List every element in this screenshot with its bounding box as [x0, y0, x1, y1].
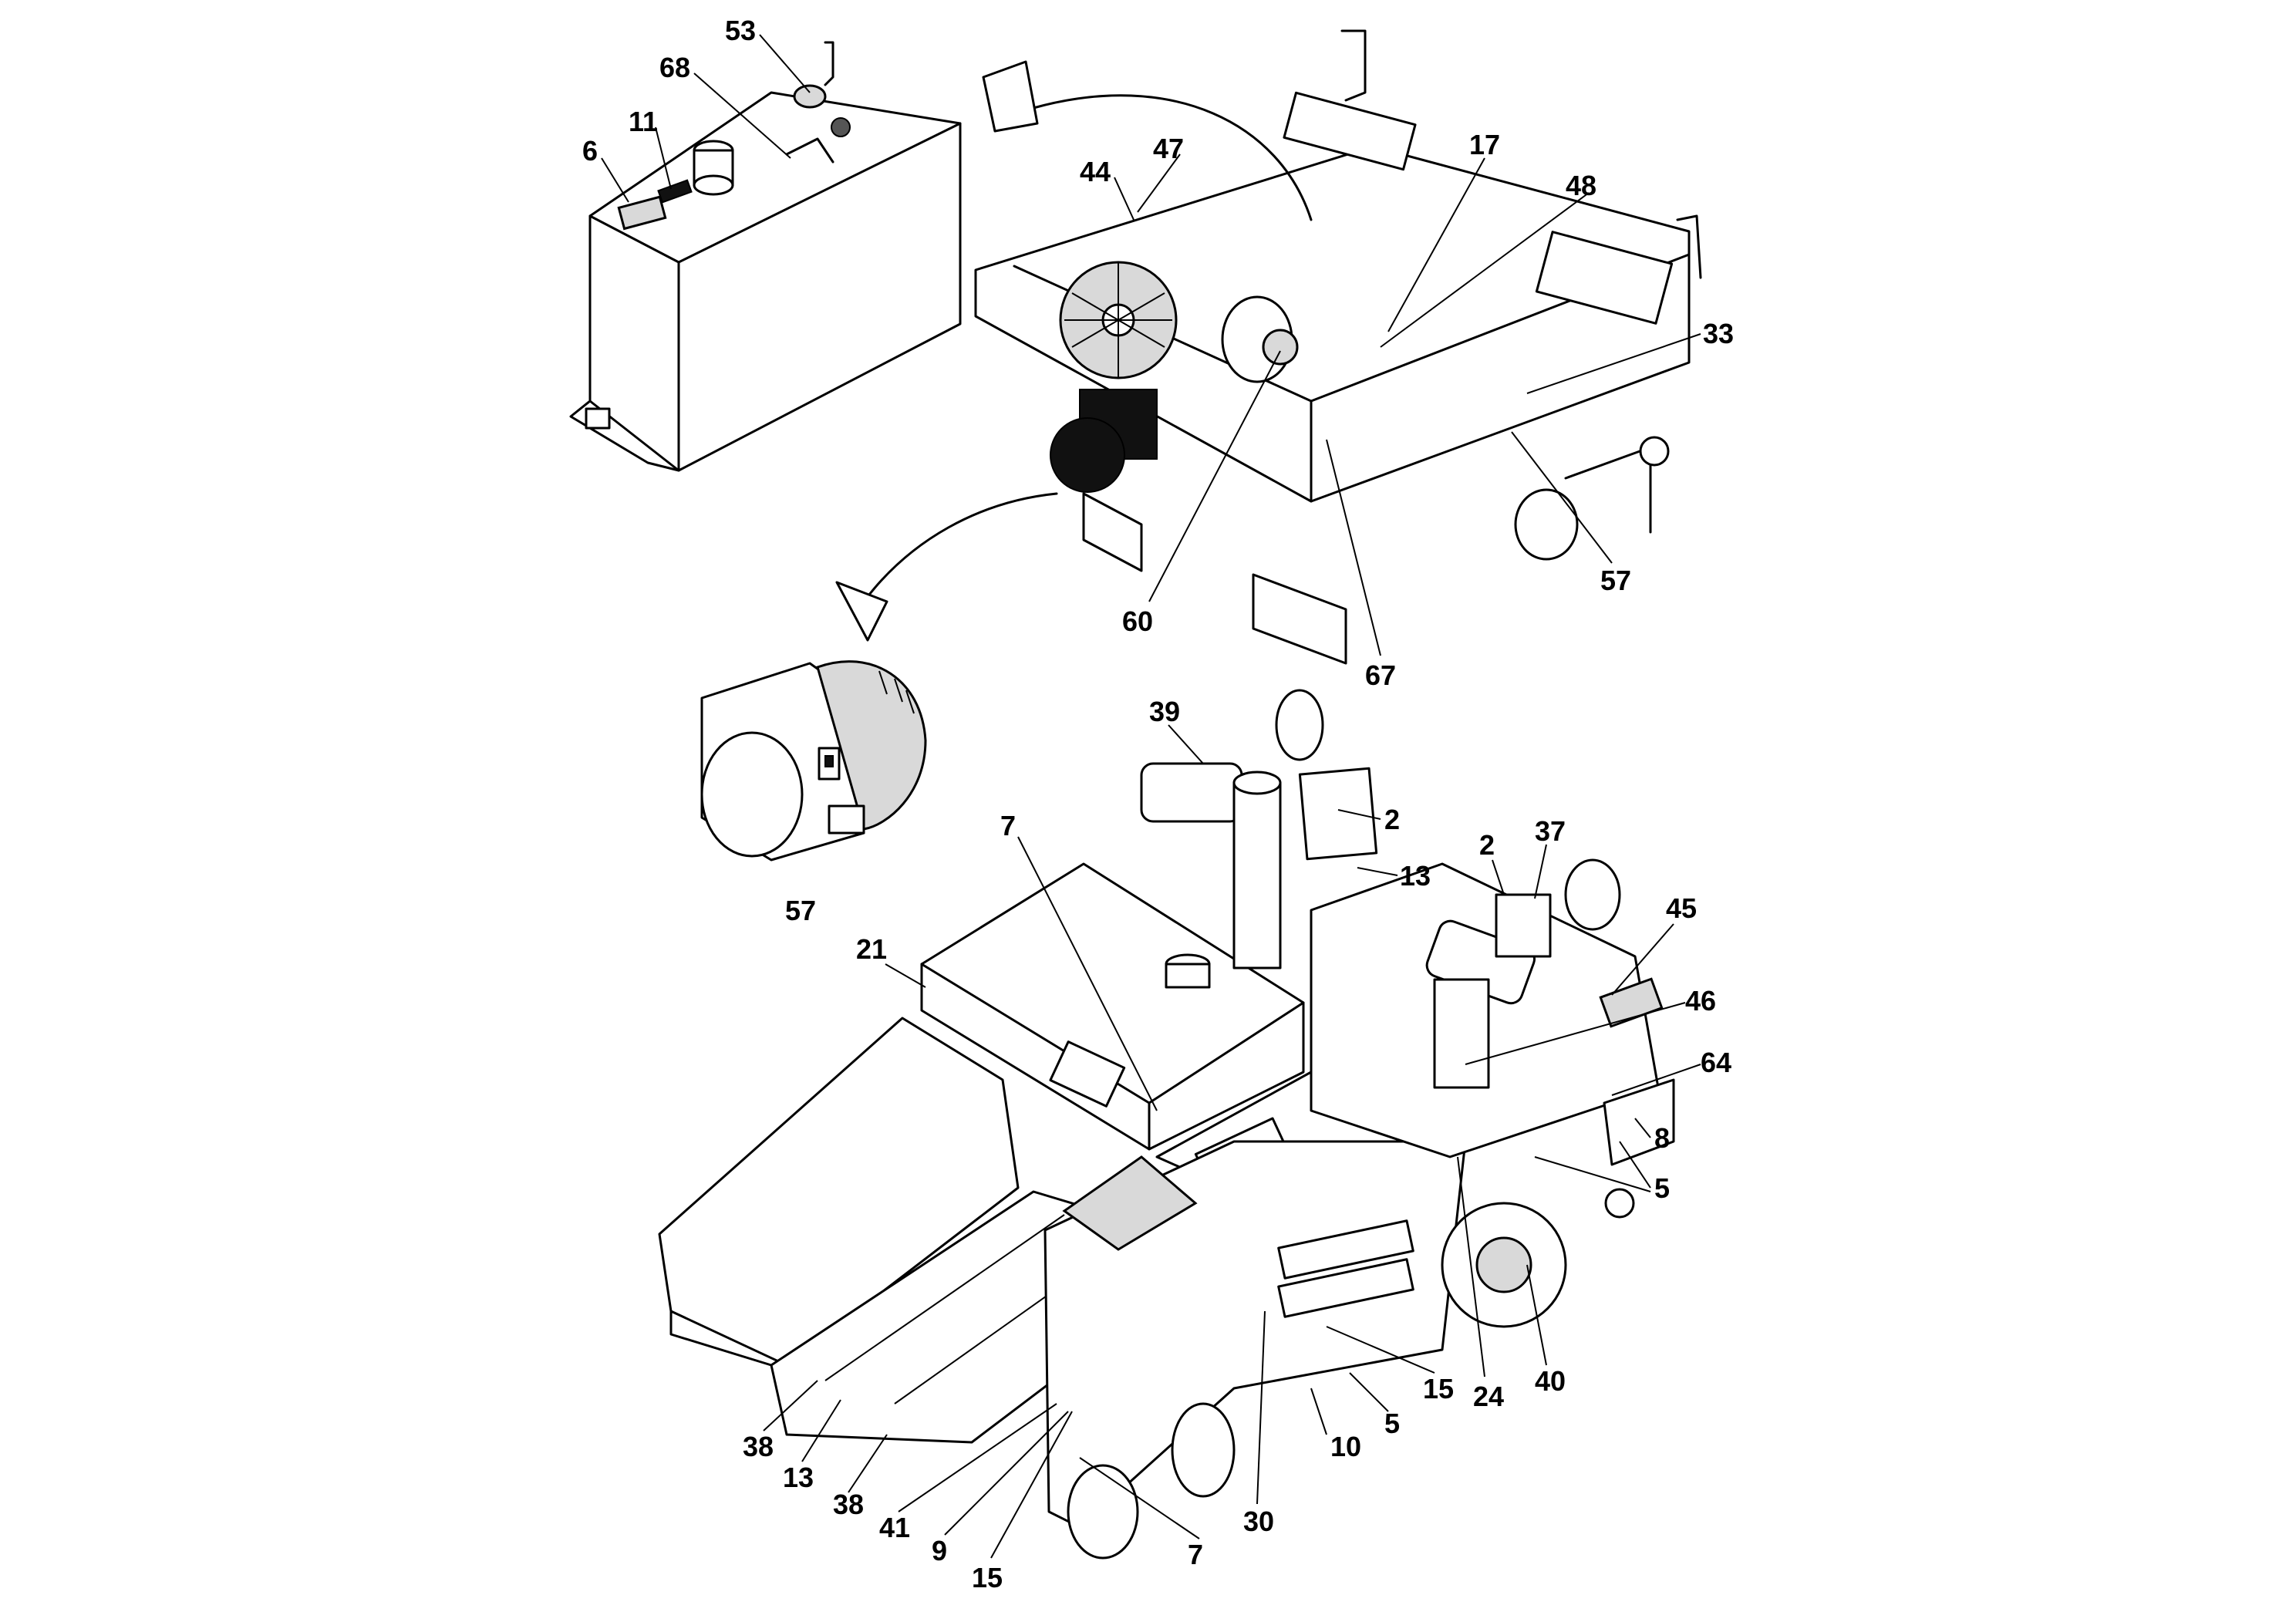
callout-5-lower: 5 [1384, 1408, 1400, 1439]
callout-44: 44 [1080, 156, 1111, 187]
callout-39: 39 [1149, 696, 1180, 727]
lower-arrow-head [835, 581, 888, 642]
callout-67: 67 [1365, 659, 1396, 691]
callout-33: 33 [1703, 318, 1734, 349]
callout-5-upper: 5 [1654, 1172, 1670, 1204]
hydraulic-tank [569, 41, 962, 472]
upper-arrow [1032, 94, 1313, 221]
callout-7-top: 7 [1000, 810, 1016, 841]
callout-2-right: 2 [1479, 829, 1495, 861]
callout-46: 46 [1685, 985, 1716, 1017]
callout-48: 48 [1566, 170, 1596, 201]
leader-lines [601, 34, 1701, 1559]
callout-10: 10 [1330, 1431, 1361, 1462]
callout-57-alternator: 57 [785, 895, 816, 926]
callout-37: 37 [1535, 815, 1566, 847]
callout-24: 24 [1473, 1381, 1504, 1412]
callouts: 53 68 11 6 44 47 17 48 33 57 60 67 39 2 … [582, 15, 1734, 1593]
callout-38-upper: 38 [743, 1431, 774, 1462]
callout-64: 64 [1701, 1047, 1731, 1078]
callout-68: 68 [659, 52, 690, 83]
upper-arrow-head [982, 60, 1039, 133]
engine-frame-assembly [974, 29, 1702, 665]
callout-30: 30 [1243, 1506, 1274, 1537]
alternator [700, 660, 927, 862]
callout-8: 8 [1654, 1122, 1670, 1154]
callout-57-frame: 57 [1600, 565, 1631, 596]
callout-11: 11 [629, 106, 658, 137]
callout-2-left: 2 [1384, 804, 1400, 835]
callout-40: 40 [1535, 1365, 1566, 1397]
callout-17: 17 [1469, 129, 1500, 160]
callout-45: 45 [1666, 892, 1697, 924]
callout-60: 60 [1122, 605, 1153, 637]
paver-machine [658, 689, 1675, 1560]
callout-13-top: 13 [1400, 860, 1431, 892]
callout-21: 21 [856, 933, 887, 965]
callout-9: 9 [932, 1535, 947, 1566]
callout-53: 53 [725, 15, 756, 46]
callout-47: 47 [1153, 133, 1184, 164]
callout-15-right: 15 [1423, 1373, 1454, 1404]
callout-13-bottom: 13 [783, 1462, 814, 1493]
callout-41: 41 [879, 1512, 910, 1543]
callout-38-lower: 38 [833, 1489, 864, 1520]
callout-15-bottom: 15 [972, 1562, 1003, 1593]
callout-7-bottom: 7 [1188, 1539, 1203, 1570]
lower-arrow [862, 492, 1058, 603]
callout-6: 6 [582, 135, 598, 167]
